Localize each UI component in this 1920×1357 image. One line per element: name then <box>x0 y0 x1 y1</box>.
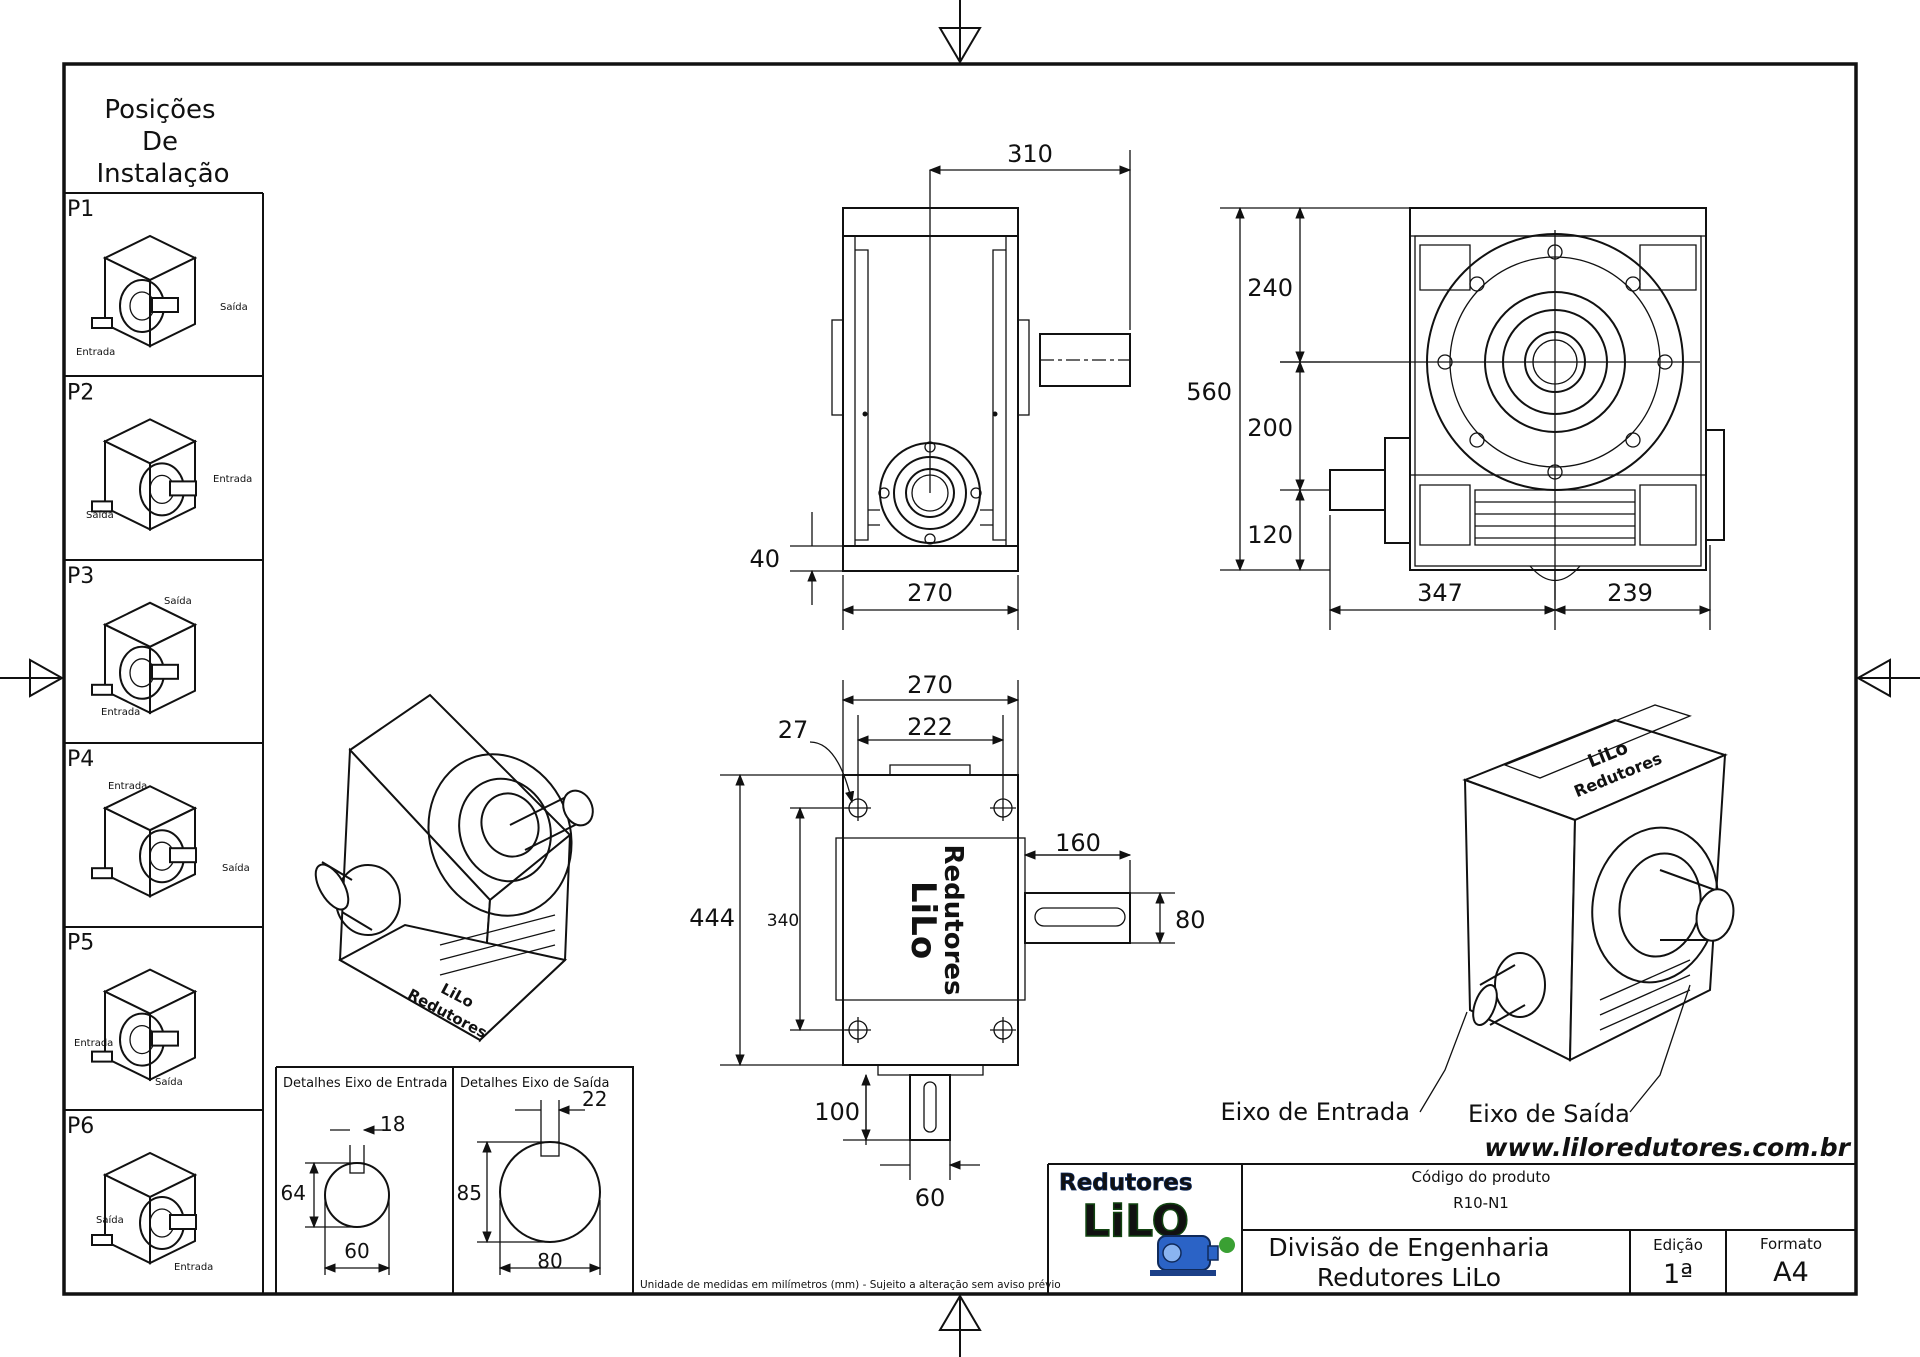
position-output-label: Saída <box>164 595 192 607</box>
dim-top-444: 444 <box>689 904 735 932</box>
position-input-label: Entrada <box>174 1262 213 1273</box>
position-input-label: Entrada <box>101 707 140 718</box>
install-title-line2: De <box>142 127 178 157</box>
dim-front-310: 310 <box>1007 140 1053 168</box>
product-code-label: Código do produto <box>1412 1168 1551 1186</box>
position-id-p3: P3 <box>67 564 94 589</box>
position-output-label: Saída <box>86 509 114 521</box>
dim-side-120: 120 <box>1247 521 1293 549</box>
position-id-p6: P6 <box>67 1114 94 1139</box>
shaft-details: Detalhes Eixo de Entrada Detalhes Eixo d… <box>275 1066 634 1294</box>
top-center-mark <box>938 0 982 64</box>
iso-view-left: LiLo Redutores <box>314 693 594 1043</box>
position-input-label: Entrada <box>213 474 252 485</box>
format-label: Formato <box>1760 1235 1822 1253</box>
position-input-label: Entrada <box>108 781 147 792</box>
top-view-brand-line2: Redutores <box>938 845 968 996</box>
dim-top-270: 270 <box>907 671 953 699</box>
install-title-line1: Posições <box>104 95 215 125</box>
position-output-label: Saída <box>96 1214 124 1226</box>
top-view: LiLo Redutores 270 222 27 444 340 160 80… <box>689 671 1205 1212</box>
output-diameter: 80 <box>537 1249 562 1273</box>
position-output-label: Saída <box>155 1076 183 1088</box>
dim-top-340: 340 <box>767 911 799 931</box>
position-id-p4: P4 <box>67 747 94 772</box>
dim-top-160: 160 <box>1055 829 1101 857</box>
input-key-width: 18 <box>380 1112 405 1136</box>
side-view: 560 240 200 120 347 239 <box>1186 206 1725 630</box>
dim-top-100: 100 <box>814 1098 860 1126</box>
dim-top-27: 27 <box>778 716 809 744</box>
install-positions-panel: Posições De Instalação <box>64 95 264 1294</box>
output-key-width: 22 <box>582 1087 607 1111</box>
dim-side-239: 239 <box>1607 579 1653 607</box>
format-value: A4 <box>1773 1257 1809 1288</box>
dim-top-222: 222 <box>907 713 953 741</box>
position-input-label: Entrada <box>76 347 115 358</box>
units-note: Unidade de medidas em milímetros (mm) - … <box>640 1279 1061 1291</box>
division-line2: Redutores LiLo <box>1317 1263 1501 1292</box>
position-output-label: Saída <box>220 301 248 313</box>
motor-logo-icon <box>1150 1235 1235 1276</box>
dim-side-240: 240 <box>1247 274 1293 302</box>
left-center-mark <box>0 658 65 698</box>
input-height: 64 <box>281 1181 306 1205</box>
position-id-p5: P5 <box>67 931 94 956</box>
input-diameter: 60 <box>344 1239 369 1263</box>
label-input-shaft: Eixo de Entrada <box>1220 1098 1410 1126</box>
dim-side-347: 347 <box>1417 579 1463 607</box>
output-shaft-detail-title: Detalhes Eixo de Saída <box>460 1076 609 1091</box>
position-id-p2: P2 <box>67 380 94 405</box>
dim-front-40: 40 <box>749 545 780 573</box>
edition-value: 1ª <box>1663 1259 1693 1290</box>
dim-front-270: 270 <box>907 579 953 607</box>
dim-top-80: 80 <box>1175 906 1206 934</box>
right-center-mark <box>1855 658 1920 698</box>
top-view-brand-line1: LiLo <box>903 881 943 959</box>
install-title-line3: Instalação <box>96 159 229 189</box>
label-output-shaft: Eixo de Saída <box>1468 1100 1630 1128</box>
dim-side-200: 200 <box>1247 414 1293 442</box>
product-code: R10-N1 <box>1453 1194 1509 1212</box>
position-input-label: Entrada <box>74 1038 113 1049</box>
position-thumbnails: P1EntradaSaídaP2EntradaSaídaP3EntradaSaí… <box>67 197 252 1273</box>
division-line1: Divisão de Engenharia <box>1268 1233 1549 1262</box>
website-url: www.liloredutores.com.br <box>1484 1133 1851 1162</box>
dim-top-60: 60 <box>915 1184 946 1212</box>
position-id-p1: P1 <box>67 197 94 222</box>
iso-view-right: LiLo Redutores Eixo de Entrada Eixo de S… <box>1220 704 1735 1128</box>
dim-side-560: 560 <box>1186 378 1232 406</box>
input-shaft-detail-title: Detalhes Eixo de Entrada <box>283 1076 448 1091</box>
output-height: 85 <box>457 1181 482 1205</box>
edition-label: Edição <box>1653 1236 1703 1254</box>
bottom-center-mark <box>938 1294 982 1357</box>
title-block: Redutores LiLO Código do produto R10-N1 … <box>1047 1163 1856 1294</box>
position-output-label: Saída <box>222 862 250 874</box>
front-view: 310 270 40 <box>749 140 1132 630</box>
logo-top-text: Redutores <box>1059 1170 1193 1196</box>
